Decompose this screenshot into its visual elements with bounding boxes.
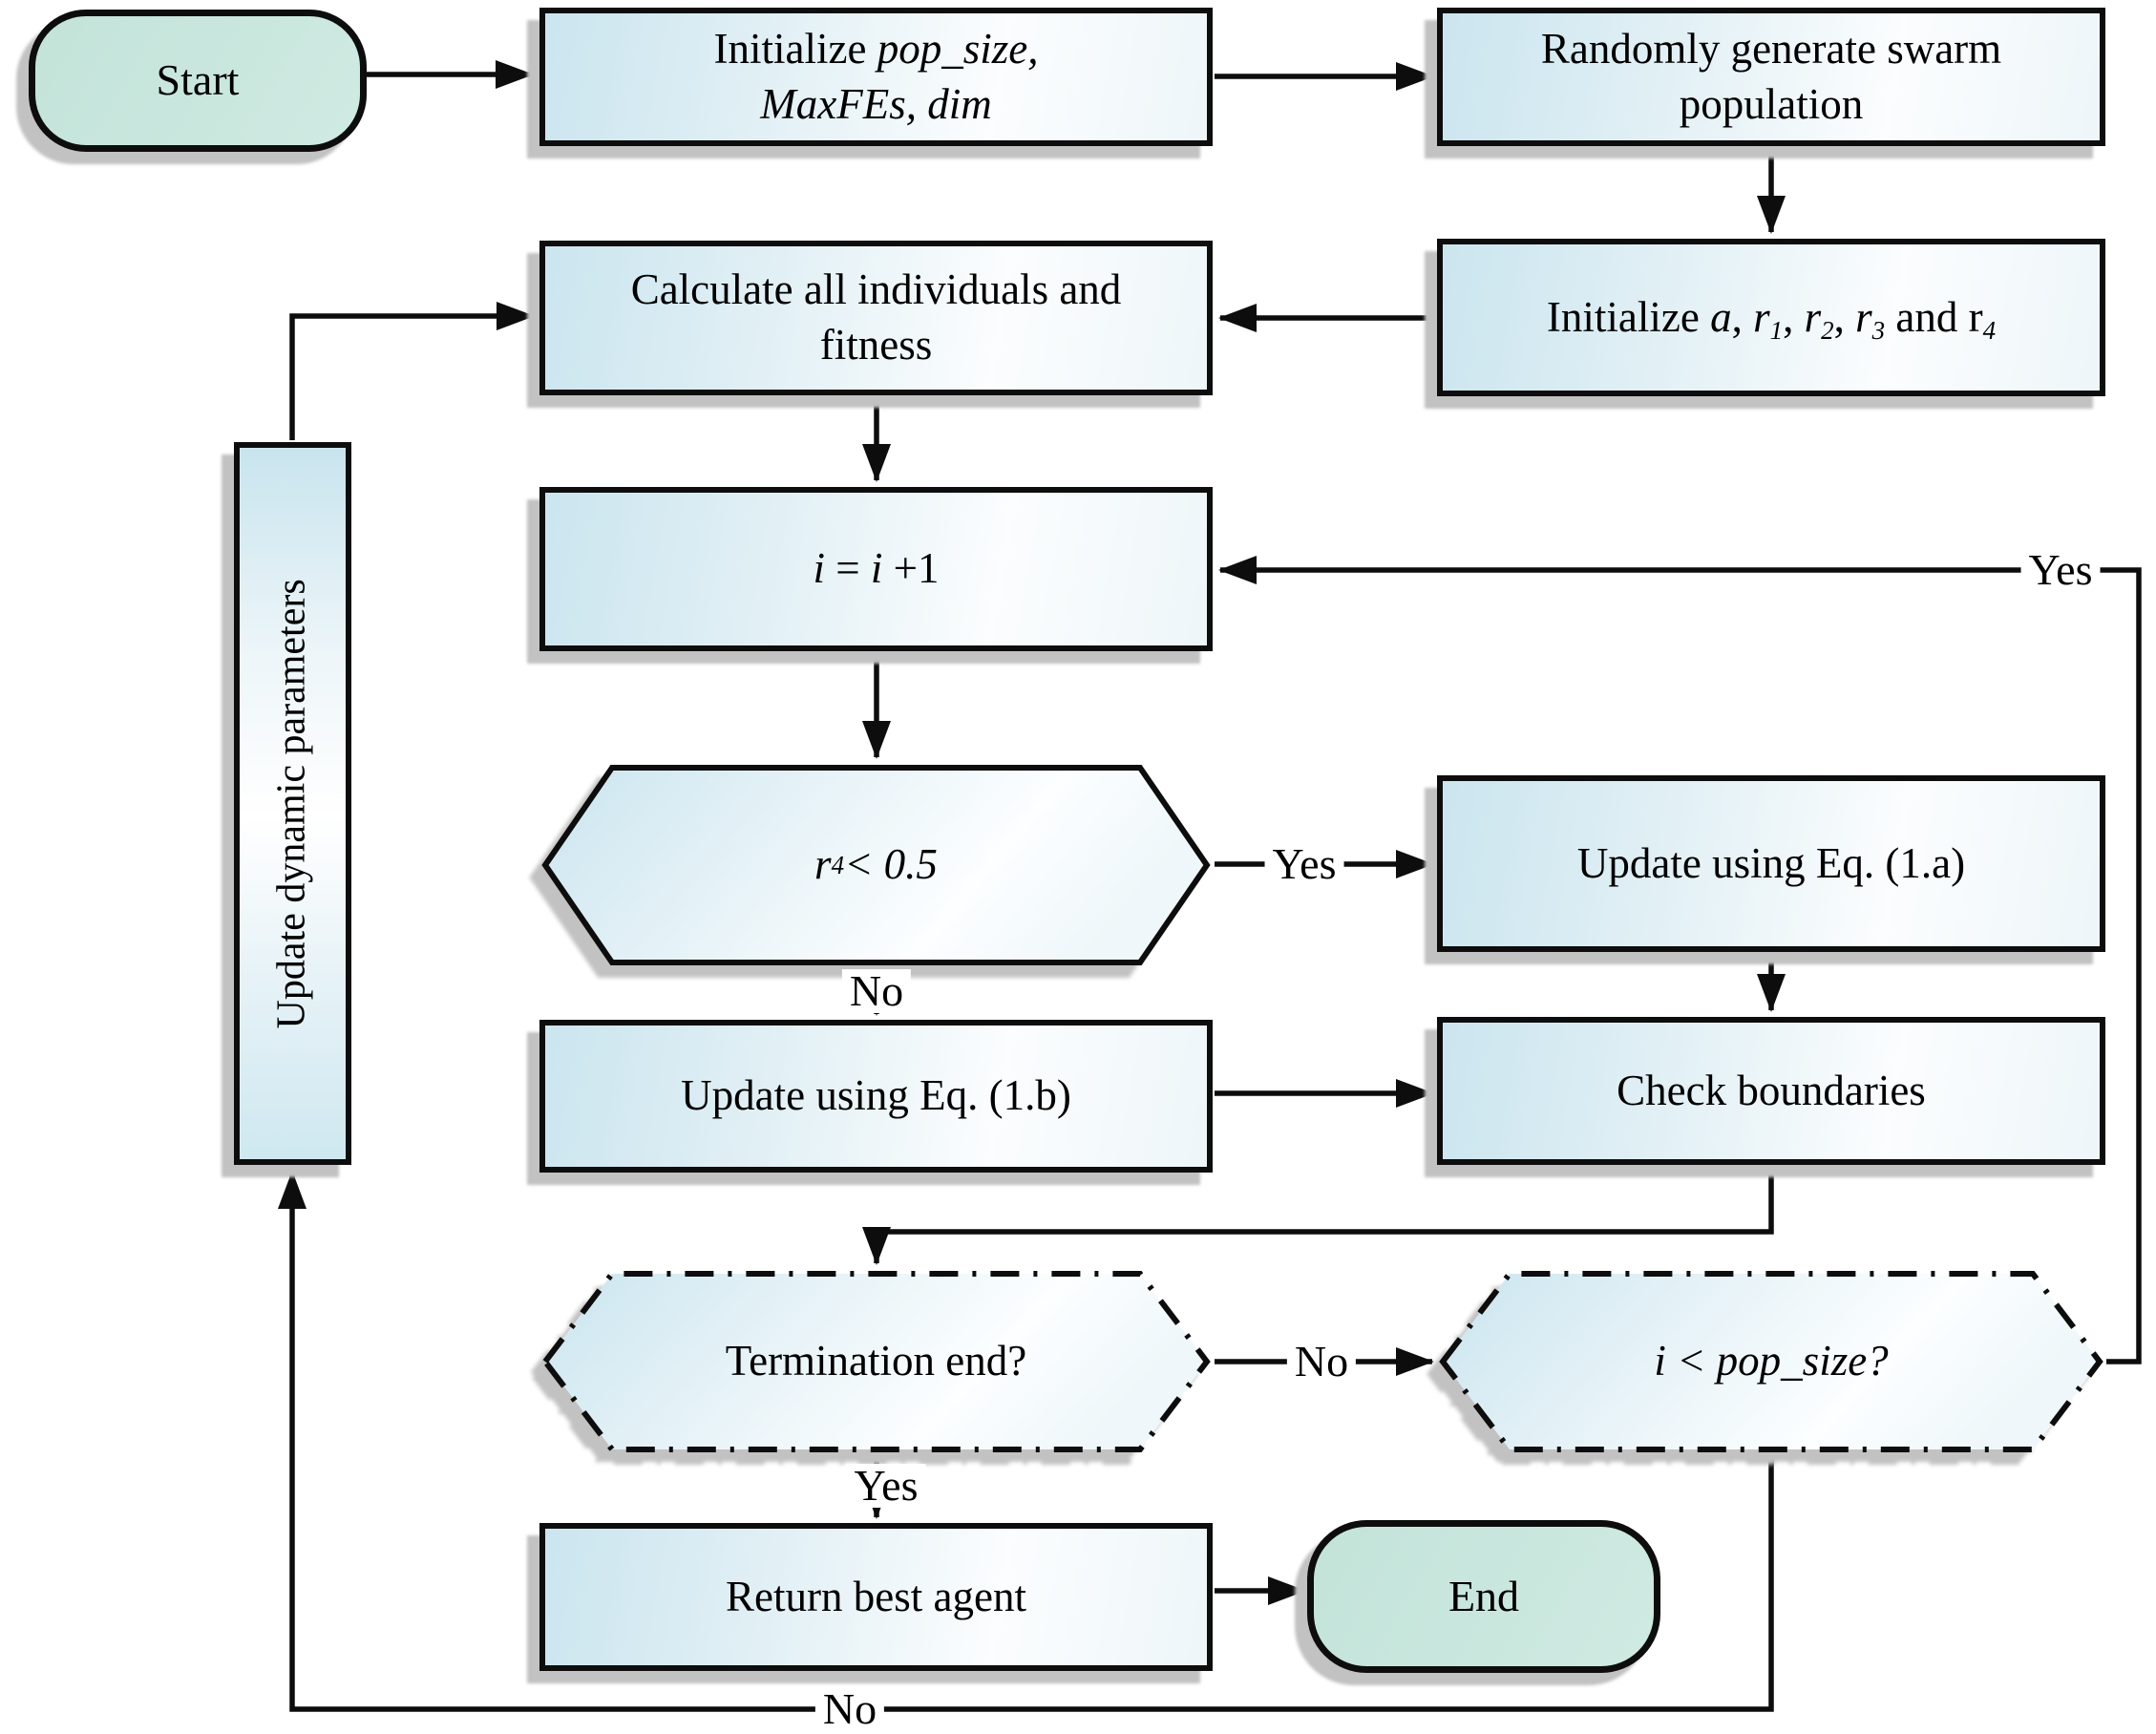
edge-label-no-termination: No bbox=[1286, 1340, 1357, 1384]
process-increment-i-label: i = i +1 bbox=[813, 544, 940, 593]
process-update-dynamic-parameters-label: Update dynamic parameters bbox=[269, 578, 314, 1029]
process-update-eq1a-label: Update using Eq. (1.a) bbox=[1576, 838, 1966, 887]
process-calculate-fitness-label: Calculate all individuals and fitness bbox=[630, 265, 1122, 369]
edge-label-yes-termination: Yes bbox=[846, 1464, 926, 1508]
edge-popcheck-yes-to-increment bbox=[1218, 556, 2142, 1364]
decision-termination-label: Termination end? bbox=[725, 1337, 1027, 1385]
process-update-eq1b-label: Update using Eq. (1.b) bbox=[681, 1071, 1071, 1120]
process-return-best-agent: Return best agent bbox=[539, 1523, 1213, 1671]
edge-label-no-r4: No bbox=[841, 969, 912, 1013]
process-generate-population-label: Randomly generate swarm population bbox=[1540, 24, 2002, 128]
decision-pop-size: i < pop_size? bbox=[1437, 1270, 2105, 1453]
edge-checkbounds-to-termination bbox=[862, 1167, 1774, 1265]
process-generate-population: Randomly generate swarm population bbox=[1437, 8, 2105, 146]
process-increment-i: i = i +1 bbox=[539, 487, 1213, 651]
process-initialize-parameters-label: Initialize a, r1, r2, r3 and r4 bbox=[1546, 292, 1997, 345]
process-calculate-fitness: Calculate all individuals and fitness bbox=[539, 241, 1213, 395]
edge-label-no-popcheck: No bbox=[814, 1687, 885, 1731]
edge-label-yes-r4: Yes bbox=[1264, 842, 1344, 886]
process-update-dynamic-parameters: Update dynamic parameters bbox=[234, 442, 351, 1165]
hexagon-shape-dashed bbox=[1439, 1271, 2103, 1452]
process-check-boundaries-label: Check boundaries bbox=[1617, 1066, 1926, 1114]
process-return-best-agent-label: Return best agent bbox=[726, 1572, 1026, 1620]
start-terminal: Start bbox=[29, 10, 367, 152]
edge-updateparams-to-calc bbox=[289, 302, 535, 440]
end-terminal: End bbox=[1307, 1520, 1660, 1673]
hexagon-shape-dashed bbox=[541, 1271, 1211, 1452]
end-label: End bbox=[1448, 1571, 1520, 1620]
start-label: Start bbox=[156, 55, 240, 105]
edge-popcheck-no-to-updateparams bbox=[278, 1171, 1774, 1712]
process-check-boundaries: Check boundaries bbox=[1437, 1017, 2105, 1165]
decision-pop-size-label: i < pop_size? bbox=[1654, 1337, 1889, 1385]
process-update-eq1b: Update using Eq. (1.b) bbox=[539, 1020, 1213, 1173]
decision-termination: Termination end? bbox=[539, 1270, 1213, 1453]
edge-label-yes-popcheck: Yes bbox=[2020, 548, 2101, 592]
process-initialize-parameters: Initialize a, r1, r2, r3 and r4 bbox=[1437, 239, 2105, 396]
hexagon-shape bbox=[541, 765, 1211, 965]
process-update-eq1a: Update using Eq. (1.a) bbox=[1437, 775, 2105, 952]
process-initialize-popsize-label: Initialize pop_size,MaxFEs, dim bbox=[713, 24, 1039, 128]
process-initialize-popsize: Initialize pop_size,MaxFEs, dim bbox=[539, 8, 1213, 146]
